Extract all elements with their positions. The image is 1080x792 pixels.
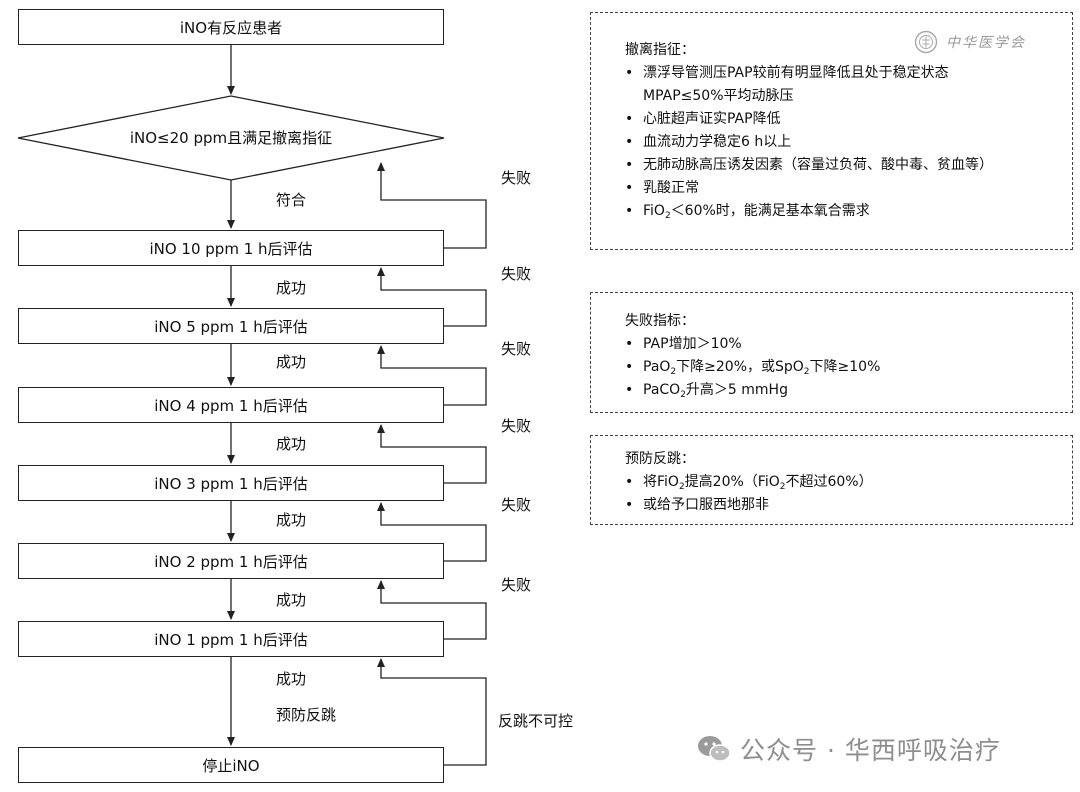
success-label: 成功 bbox=[276, 511, 307, 529]
step-text: iNO 2 ppm 1 h后评估 bbox=[154, 552, 308, 571]
fail-label: 失败 bbox=[501, 169, 532, 187]
watermark-text: 公众号 · 华西呼吸治疗 bbox=[740, 736, 1001, 765]
list-item: 血流动力学稳定6 h以上 bbox=[625, 131, 1072, 154]
fail-loop-to-decision bbox=[377, 162, 487, 249]
step-text: iNO 1 ppm 1 h后评估 bbox=[154, 630, 308, 649]
withdrawal-list: 漂浮导管测压PAP较前有明显降低且处于稳定状态 MPAP≤50%平均动脉压 心脏… bbox=[625, 62, 1072, 223]
fail-loop bbox=[377, 345, 487, 406]
subscript: 2 bbox=[680, 390, 686, 400]
fail-label: 失败 bbox=[501, 417, 532, 435]
start-box: iNO有反应患者 bbox=[18, 9, 444, 45]
list-item: PaCO2升高＞5 mmHg bbox=[625, 379, 1072, 402]
prevention-title: 预防反跳： bbox=[625, 451, 695, 467]
rebound-prevention-note: 预防反跳： 将FiO2提高20%（FiO2不超过60%） 或给予口服西地那非 bbox=[590, 435, 1073, 525]
fail-loop bbox=[377, 580, 487, 640]
end-text: 停止iNO bbox=[202, 756, 260, 775]
list-item: FiO2＜60%时，能满足基本氧合需求 bbox=[625, 200, 1072, 223]
fail-loop bbox=[377, 502, 487, 562]
spo2-rest: 下降≥10% bbox=[809, 359, 881, 375]
subscript: 2 bbox=[670, 367, 677, 377]
fio2-text: FiO bbox=[643, 203, 665, 219]
step-text: iNO 10 ppm 1 h后评估 bbox=[149, 239, 313, 258]
list-item: 或给予口服西地那非 bbox=[625, 494, 1072, 517]
start-text: iNO有反应患者 bbox=[179, 18, 283, 37]
list-item: PaO2下降≥20%，或SpO2下降≥10% bbox=[625, 356, 1072, 379]
subscript: 2 bbox=[678, 482, 685, 492]
pao2-rest: 下降≥20%，或SpO bbox=[676, 359, 804, 375]
fail-label: 失败 bbox=[501, 496, 532, 514]
wechat-watermark: 公众号 · 华西呼吸治疗 bbox=[696, 731, 1001, 767]
step-box-5ppm: iNO 5 ppm 1 h后评估 bbox=[18, 308, 444, 344]
fail-label: 失败 bbox=[501, 576, 532, 594]
success-label: 成功 bbox=[276, 353, 307, 371]
subscript: 2 bbox=[664, 211, 671, 221]
step-box-3ppm: iNO 3 ppm 1 h后评估 bbox=[18, 465, 444, 501]
list-item: MPAP≤50%平均动脉压 bbox=[643, 88, 794, 104]
failure-title: 失败指标： bbox=[625, 313, 695, 329]
yes-label: 符合 bbox=[276, 191, 307, 209]
fio2-rest: 提高20%（FiO bbox=[684, 474, 780, 490]
failure-list: PAP增加＞10% PaO2下降≥20%，或SpO2下降≥10% PaCO2升高… bbox=[625, 333, 1072, 402]
success-label: 成功 bbox=[276, 591, 307, 609]
fio2-rest: ＜60%时，能满足基本氧合需求 bbox=[670, 203, 870, 219]
step-box-1ppm: iNO 1 ppm 1 h后评估 bbox=[18, 621, 444, 657]
list-item: 心脏超声证实PAP降低 bbox=[625, 108, 1072, 131]
seal-icon bbox=[914, 30, 938, 54]
failure-indicators-note: 失败指标： PAP增加＞10% PaO2下降≥20%，或SpO2下降≥10% P… bbox=[590, 292, 1073, 413]
pao2-text: PaO bbox=[643, 359, 671, 375]
paco2-text: PaCO bbox=[643, 382, 681, 398]
prevent-rebound-label: 预防反跳 bbox=[276, 706, 337, 724]
cma-logo: 中华医学会 bbox=[914, 30, 1026, 54]
fail-label: 失败 bbox=[501, 340, 532, 358]
withdrawal-title: 撤离指征： bbox=[625, 42, 695, 58]
step-box-4ppm: iNO 4 ppm 1 h后评估 bbox=[18, 387, 444, 423]
subscript: 2 bbox=[779, 482, 786, 492]
step-text: iNO 4 ppm 1 h后评估 bbox=[154, 396, 308, 415]
fio2-limit: 不超过60%） bbox=[785, 474, 873, 490]
step-text: iNO 3 ppm 1 h后评估 bbox=[154, 474, 308, 493]
step-text: iNO 5 ppm 1 h后评估 bbox=[154, 317, 308, 336]
fail-loop bbox=[377, 424, 487, 484]
step-box-2ppm: iNO 2 ppm 1 h后评估 bbox=[18, 543, 444, 579]
success-label: 成功 bbox=[276, 435, 307, 453]
success-label: 成功 bbox=[276, 279, 307, 297]
list-item: PAP增加＞10% bbox=[625, 333, 1072, 356]
list-item: 乳酸正常 bbox=[625, 177, 1072, 200]
list-item: 无肺动脉高压诱发因素（容量过负荷、酸中毒、贫血等） bbox=[625, 154, 1072, 177]
list-item: 将FiO2提高20%（FiO2不超过60%） bbox=[625, 471, 1072, 494]
wechat-icon bbox=[698, 736, 731, 762]
subscript: 2 bbox=[803, 367, 810, 377]
rebound-uncontrollable-label: 反跳不可控 bbox=[498, 712, 574, 730]
rebound-loop bbox=[377, 658, 487, 766]
decision-text: iNO≤20 ppm且满足撤离指征 bbox=[129, 129, 333, 147]
logo-text: 中华医学会 bbox=[946, 35, 1026, 51]
success-label: 成功 bbox=[276, 670, 307, 688]
end-box: 停止iNO bbox=[18, 747, 444, 783]
fail-loop bbox=[377, 267, 487, 327]
fail-label: 失败 bbox=[501, 265, 532, 283]
withdrawal-criteria-note: 撤离指征： 漂浮导管测压PAP较前有明显降低且处于稳定状态 MPAP≤50%平均… bbox=[590, 12, 1073, 250]
fio2-text: 将FiO bbox=[643, 474, 679, 490]
prevention-list: 将FiO2提高20%（FiO2不超过60%） 或给予口服西地那非 bbox=[625, 471, 1072, 517]
list-item: 漂浮导管测压PAP较前有明显降低且处于稳定状态 bbox=[625, 62, 1072, 85]
decision-diamond bbox=[17, 95, 445, 181]
step-box-10ppm: iNO 10 ppm 1 h后评估 bbox=[18, 230, 444, 266]
paco2-rest: 升高＞5 mmHg bbox=[685, 382, 788, 398]
